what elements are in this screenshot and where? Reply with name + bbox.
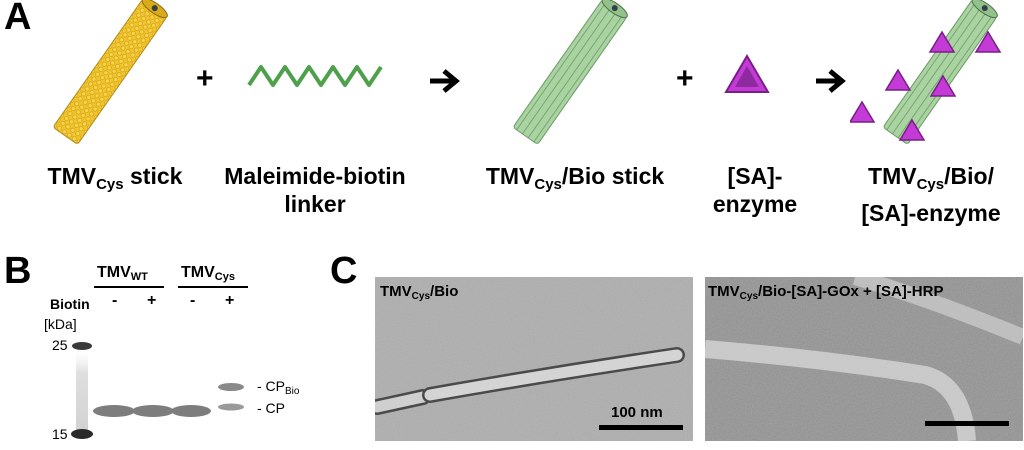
group-label-tmv-cys: TMVCys: [181, 264, 235, 283]
biotin-label: Biotin: [50, 296, 90, 312]
group-label-tmv-wt: TMVWT: [97, 264, 148, 283]
gel-band-wt-minus: [93, 405, 135, 417]
panel-c-letter: C: [330, 250, 358, 292]
scale-bar-label: 100 nm: [611, 404, 663, 421]
sign-wt-minus: -: [112, 292, 118, 309]
tmv-bio-stick-illustration: [513, 0, 628, 144]
gel-band-cys-minus: [171, 405, 211, 417]
arrow-right-icon-2: [816, 69, 846, 93]
marker-25-label: 25: [52, 337, 68, 353]
marker-band-15: [71, 429, 93, 439]
tmv-cys-stick-illustration: [53, 0, 168, 144]
sa-enzyme-triangle-icon: [724, 54, 770, 93]
kda-unit-label: [kDa]: [44, 316, 77, 332]
tem-right-label: TMVCys/Bio-[SA]-GOx + [SA]-HRP: [708, 283, 944, 302]
marker-band-25: [72, 342, 92, 350]
gel-band-cys-plus-cpbio: [218, 383, 244, 391]
sign-cys-minus: -: [190, 292, 196, 309]
panel-a-letter: A: [4, 0, 32, 38]
marker-15-label: 15: [52, 426, 68, 442]
maleimide-biotin-linker-illustration: [247, 65, 383, 87]
label-tmv-bio-sa-enzyme: TMVCys/Bio/ [SA]-enzyme: [861, 163, 1001, 226]
sds-page-gel-image: [71, 342, 244, 439]
plus-sign-1: +: [196, 62, 214, 95]
label-sa-enzyme: [SA]- enzyme: [712, 163, 798, 217]
tem-left-label: TMVCys/Bio: [380, 283, 459, 302]
plus-sign-2: +: [676, 62, 694, 95]
gel-band-cys-plus-cp: [218, 403, 244, 411]
label-tmv-bio-stick: TMVCys/Bio stick: [485, 163, 665, 193]
panel-b-letter: B: [4, 250, 32, 292]
label-maleimide-biotin-linker: Maleimide-biotin linker: [224, 163, 406, 217]
sign-wt-plus: +: [147, 292, 157, 309]
band-label-cp-bio: - CPBio: [257, 378, 300, 397]
arrow-right-icon: [430, 69, 460, 93]
band-label-cp: - CP: [257, 400, 285, 416]
group-line-wt: [94, 286, 164, 288]
tem-image-tmv-bio: [375, 277, 693, 441]
group-line-cys: [178, 286, 248, 288]
gel-band-wt-plus: [132, 405, 174, 417]
tem-image-tmv-bio-sa-gox-hrp: [705, 277, 1023, 441]
tmv-bio-sa-enzyme-illustration: [850, 0, 1002, 144]
label-tmv-cys-stick: TMVCys stick: [47, 163, 183, 193]
sign-cys-plus: +: [225, 292, 235, 309]
